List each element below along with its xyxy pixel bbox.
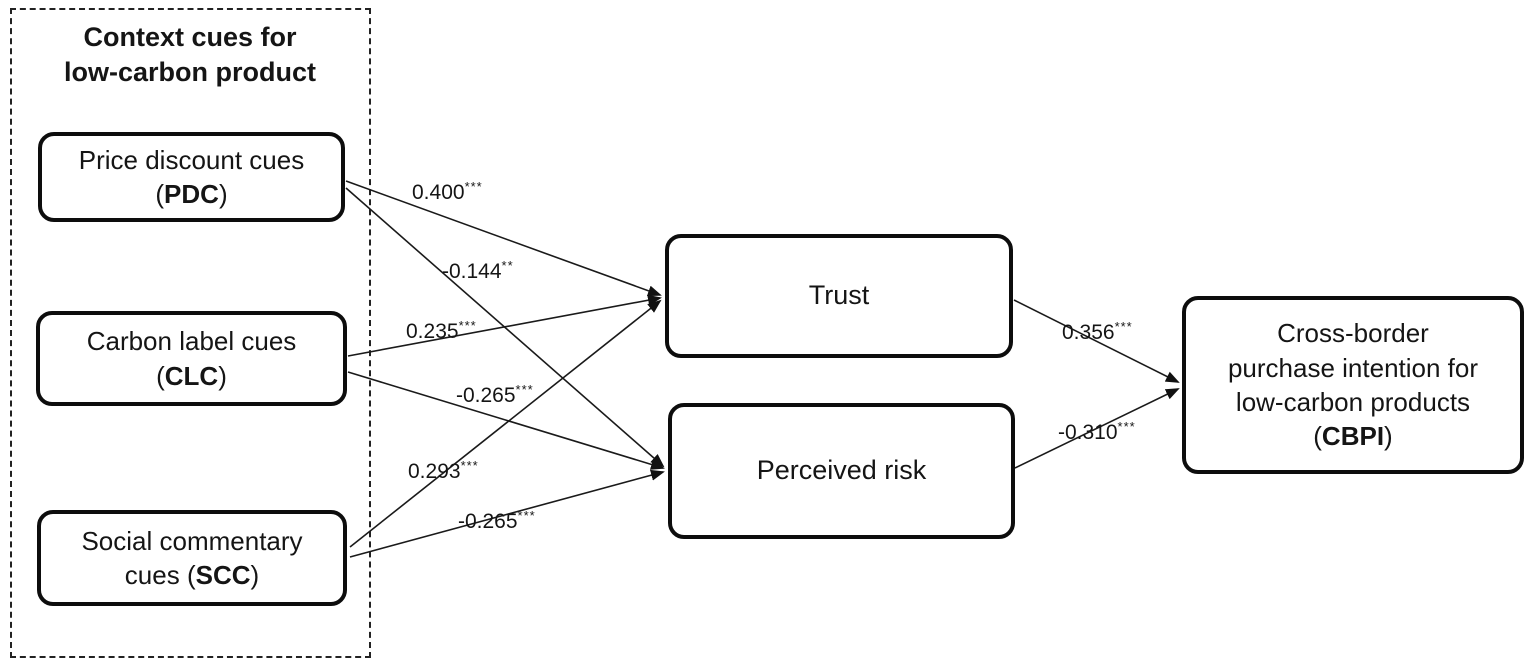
edge-scc-risk <box>349 469 665 558</box>
node-label-scc: Social commentary cues (SCC) <box>81 525 303 590</box>
node-label-pdc: Price discount cues (PDC) <box>78 144 305 209</box>
node-social-commentary-cues: Social commentary cues (SCC) <box>37 510 347 606</box>
node-label-cbpi: Cross-border purchase intention for low-… <box>1227 318 1479 452</box>
edge-risk-cbpi <box>1014 388 1180 469</box>
node-perceived-risk: Perceived risk <box>668 403 1015 539</box>
node-carbon-label-cues: Carbon label cues (CLC) <box>36 311 347 406</box>
node-price-discount-cues: Price discount cues (PDC) <box>38 132 345 222</box>
node-label-risk: Perceived risk <box>756 455 927 486</box>
edge-pdc-trust <box>345 180 662 297</box>
context-cues-group-box <box>10 8 371 658</box>
node-label-clc: Carbon label cues (CLC) <box>86 326 297 391</box>
edge-scc-trust <box>349 299 662 548</box>
node-label-trust: Trust <box>808 280 870 311</box>
edge-clc-trust <box>347 294 662 357</box>
group-title: Context cues for low-carbon product <box>64 22 316 88</box>
node-trust: Trust <box>665 234 1013 358</box>
edge-trust-cbpi <box>1013 299 1180 383</box>
edge-clc-risk <box>347 371 665 470</box>
node-cross-border-purchase-intention: Cross-border purchase intention for low-… <box>1182 296 1524 474</box>
